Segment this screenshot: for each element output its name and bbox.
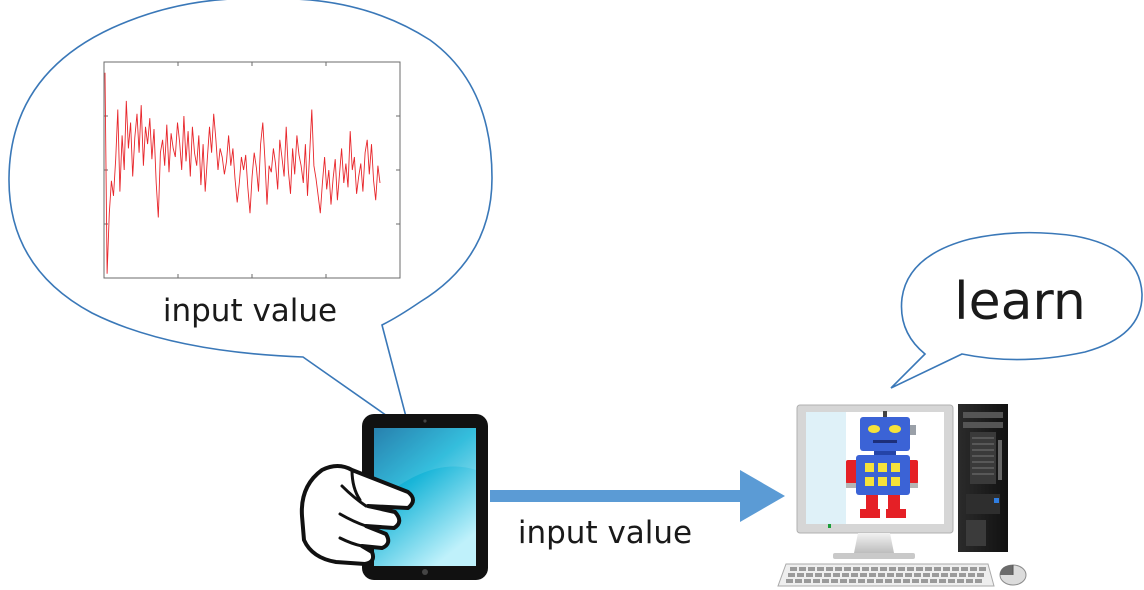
pointing-hand-icon xyxy=(299,464,415,566)
mouse-icon xyxy=(999,564,1027,586)
bubble-right-shape xyxy=(890,231,1143,389)
arrow-label: input value xyxy=(518,515,692,551)
chart-frame xyxy=(103,61,401,279)
speech-bubble-right: learn xyxy=(890,231,1143,389)
input-value-arrow xyxy=(490,470,785,522)
monitor-stand xyxy=(854,533,894,553)
learn-text: learn xyxy=(954,272,1086,332)
chart-series xyxy=(104,72,381,274)
chart-caption: input value xyxy=(163,293,337,329)
robot-icon xyxy=(846,411,918,518)
chart-ticks xyxy=(104,62,400,278)
input-value-chart xyxy=(103,61,401,279)
input-value-series-line xyxy=(104,72,381,274)
keyboard-icon xyxy=(777,563,995,587)
